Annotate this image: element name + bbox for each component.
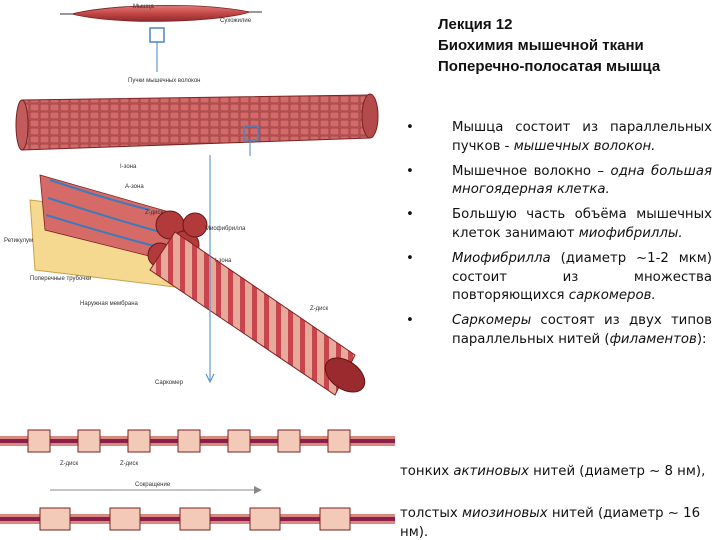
sub-item-thin-filaments: тонких актиновых нитей (диаметр ~ 8 нм),: [400, 463, 712, 482]
sub-text: тонких: [400, 464, 453, 479]
bullet-item: • Большую часть объёма мышечных клеток з…: [400, 206, 712, 243]
bullet-dot: •: [406, 312, 414, 331]
bullet-italic: филаментов: [610, 332, 697, 347]
label-myofibril: Миофибрилла: [205, 226, 246, 232]
bullet-text: Мышечное волокно –: [452, 164, 610, 179]
label-t-tubules: Поперечные трубочки: [30, 276, 91, 282]
bullet-dot: •: [406, 206, 414, 225]
label-contraction: Сокращение: [135, 482, 171, 488]
sub-item-thick-filaments: толстых миозиновых нитей (диаметр ~ 16 н…: [400, 505, 712, 540]
label-a-band: A-зона: [125, 184, 144, 190]
bullet-dot: •: [406, 119, 414, 138]
label-sarcomere: Саркомер: [155, 380, 184, 386]
bullet-dot: •: [406, 163, 414, 182]
bullet-item: • Миофибрилла (диаметр ~1-2 мкм) состоит…: [400, 250, 712, 306]
bullet-italic: миофибриллы.: [579, 226, 683, 241]
myofibril-tube: [150, 232, 355, 395]
sub-text-2: нитей (диаметр ~ 8 нм),: [529, 464, 705, 479]
sub-italic: миозиновых: [462, 506, 548, 521]
bullet-item: • Мышечное волокно – одна большая многоя…: [400, 163, 712, 200]
label-fiber-bundle: Пучки мышечных волокон: [128, 78, 200, 84]
label-z-disk-3: Z-диск: [60, 461, 79, 467]
bullet-list: • Мышца состоит из параллельных пучков -…: [400, 119, 712, 356]
label-reticulum: Ретикулум: [4, 238, 33, 244]
muscle-structure-illustration: Мышца Сухожилие Пучки мышечных волокон I…: [0, 0, 400, 540]
sarcomere-row-1: [0, 430, 395, 452]
label-tendon: Сухожилие: [220, 18, 252, 24]
title-line-2: Биохимия мышечной ткани: [438, 35, 718, 56]
bullet-dot: •: [406, 250, 414, 269]
title-line-1: Лекция 12: [438, 14, 718, 35]
bullet-tail: ):: [697, 332, 707, 347]
label-z-disk-2: Z-диск: [310, 306, 329, 312]
sub-text: толстых: [400, 506, 462, 521]
bullet-item: • Мышца состоит из параллельных пучков -…: [400, 119, 712, 156]
bullet-italic-lead: Саркомеры: [452, 313, 531, 328]
slide-title: Лекция 12 Биохимия мышечной ткани Попере…: [438, 14, 718, 77]
label-i-band: I-зона: [120, 164, 137, 170]
label-muscle: Мышца: [133, 4, 155, 10]
label-outer-membrane: Наружная мембрана: [80, 301, 139, 307]
bullet-italic: мышечных волокон.: [514, 139, 656, 154]
label-i-band-2: I-зона: [215, 258, 232, 264]
sarcomere-row-2: [0, 508, 395, 530]
zoom-box-1: [150, 28, 164, 42]
bullet-italic-lead: Миофибрилла: [452, 251, 551, 266]
label-z-disk-4: Z-диск: [120, 461, 139, 467]
label-z-disk: Z-диск: [145, 210, 164, 216]
fiber-bundle: [22, 95, 370, 150]
sub-italic: актиновых: [453, 464, 529, 479]
title-line-3: Поперечно-полосатая мышца: [438, 56, 718, 77]
bullet-item: • Саркомеры состоят из двух типов паралл…: [400, 312, 712, 349]
bullet-italic: саркомеров.: [569, 288, 656, 303]
